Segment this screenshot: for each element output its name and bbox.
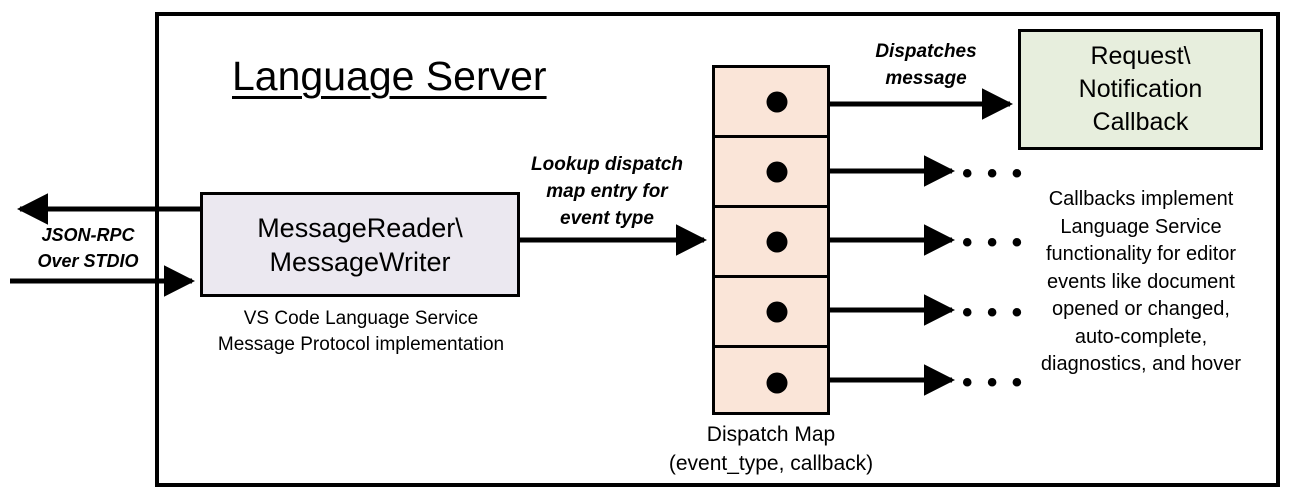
callback-caption: Callbacks implement Language Service fun… [1012, 186, 1270, 379]
callback-caption-line-7: diagnostics, and hover [1040, 353, 1242, 375]
request-notification-callback-node[interactable]: Request\ Notification Callback [1018, 29, 1263, 150]
dispatch-map-row[interactable] [715, 348, 827, 418]
dispatch-map-row[interactable] [715, 138, 827, 208]
callback-caption-line-5: opened or changed, [1052, 298, 1230, 320]
ellipsis-mark: • • • [962, 296, 1026, 329]
dispatch-map-row[interactable] [715, 68, 827, 138]
ellipsis-mark: • • • [962, 226, 1026, 259]
message-reader-caption: VS Code Language Service Message Protoco… [190, 306, 532, 358]
stdio-channel-line-1: JSON-RPC [41, 225, 135, 245]
dispatch-map-row[interactable] [715, 208, 827, 278]
lookup-dispatch-edge-label: Lookup dispatch map entry for event type [512, 151, 702, 232]
dispatches-edge-line-1: Dispatches [875, 41, 977, 62]
callback-title-line-3: Callback [1092, 108, 1189, 136]
callback-caption-line-4: events like document [1047, 270, 1235, 293]
page-title: Language Server [232, 53, 547, 99]
lookup-edge-line-2: map entry for [546, 181, 668, 202]
dispatch-map-caption-line-1: Dispatch Map [706, 423, 836, 446]
ellipsis-mark: • • • [962, 366, 1026, 399]
callback-entry-dot-icon [766, 161, 788, 182]
dispatches-message-edge-label: Dispatches message [836, 38, 1016, 92]
callback-caption-line-6: auto-complete, [1074, 325, 1208, 348]
callback-entry-dot-icon [766, 301, 788, 322]
message-reader-caption-line-2: Message Protocol implementation [217, 334, 505, 355]
callback-entry-dot-icon [766, 372, 788, 394]
message-reader-title-line-2: MessageWriter [269, 246, 451, 277]
message-reader-caption-line-1: VS Code Language Service [243, 308, 479, 329]
dispatch-map-table[interactable] [712, 65, 830, 415]
lookup-edge-line-3: event type [560, 208, 654, 229]
message-reader-writer-node[interactable]: MessageReader\ MessageWriter [200, 192, 520, 297]
callback-title-line-1: Request\ [1090, 42, 1191, 70]
message-reader-title-line-1: MessageReader\ [257, 212, 463, 243]
callback-caption-line-3: functionality for editor [1045, 243, 1237, 265]
callback-entry-dot-icon [766, 91, 788, 112]
stdio-channel-label: JSON-RPC Over STDIO [18, 222, 158, 274]
ellipsis-mark: • • • [962, 157, 1026, 190]
dispatch-map-row[interactable] [715, 278, 827, 348]
callback-entry-dot-icon [766, 231, 788, 252]
callback-title-line-2: Notification [1078, 75, 1203, 103]
lookup-edge-line-1: Lookup dispatch [531, 154, 683, 175]
dispatches-edge-line-2: message [885, 68, 967, 89]
dispatch-map-caption: Dispatch Map (event_type, callback) [640, 420, 902, 478]
dispatch-map-caption-line-2: (event_type, callback) [668, 452, 874, 475]
callback-caption-line-2: Language Service [1060, 215, 1222, 238]
stdio-channel-line-2: Over STDIO [37, 251, 139, 271]
callback-caption-line-1: Callbacks implement [1048, 188, 1234, 210]
language-server-boundary [155, 12, 1280, 487]
